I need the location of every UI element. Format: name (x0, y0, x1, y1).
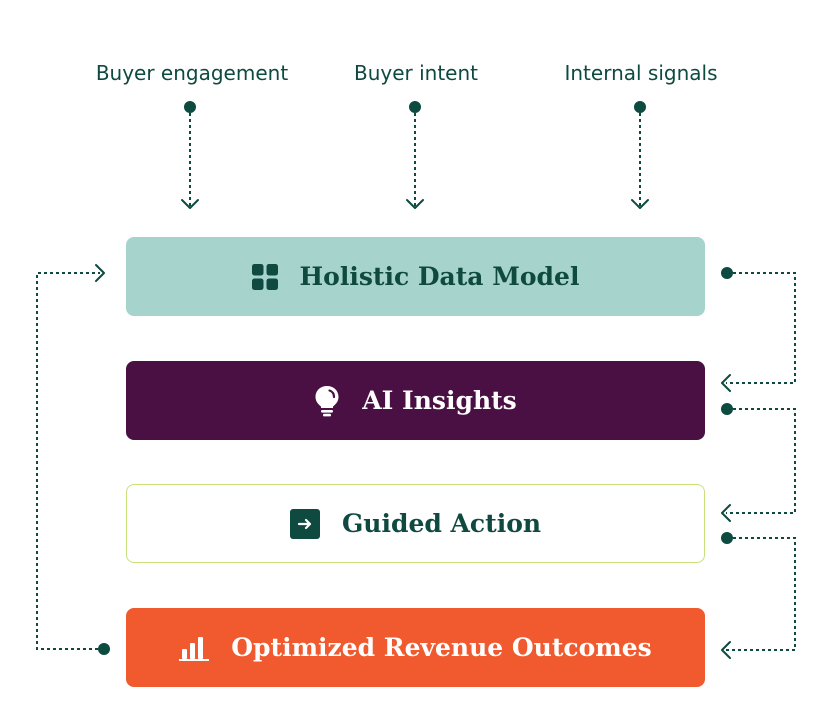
stage-title: Guided Action (341, 509, 542, 538)
bar-chart-icon (179, 635, 210, 661)
dot-buyer-intent (409, 101, 421, 113)
dot-internal-signals (634, 101, 646, 113)
feedback-loop-line (36, 272, 104, 650)
grid-icon (251, 263, 278, 290)
dot-ai-out (721, 403, 733, 415)
dot-action-out (721, 532, 733, 544)
connector-ai-to-action (726, 408, 796, 514)
stage-title: Optimized Revenue Outcomes (231, 633, 652, 662)
stage-ai-insights: AI Insights (126, 361, 705, 440)
input-label-internal-signals: Internal signals (564, 61, 718, 85)
input-label-buyer-engagement: Buyer engagement (95, 61, 289, 85)
input-label-buyer-intent: Buyer intent (353, 61, 478, 85)
arrowhead-right-data-model (95, 264, 105, 282)
arrow-right-square-icon (289, 508, 320, 539)
arrowhead-down-3 (631, 199, 649, 209)
dot-data-model-out (721, 267, 733, 279)
arrowhead-down-1 (181, 199, 199, 209)
arrowhead-left-action (721, 504, 731, 522)
stage-guided-action: Guided Action (126, 484, 705, 563)
stage-optimized-revenue-outcomes: Optimized Revenue Outcomes (126, 608, 705, 687)
stage-title: AI Insights (362, 386, 517, 415)
connector-action-to-outcomes (726, 537, 796, 651)
arrowhead-left-ai (721, 374, 731, 392)
lightbulb-icon (314, 385, 340, 417)
stage-holistic-data-model: Holistic Data Model (126, 237, 705, 316)
dot-buyer-engagement (184, 101, 196, 113)
arrowhead-left-outcomes (721, 641, 731, 659)
connector-data-to-ai (726, 272, 796, 384)
arrowhead-down-2 (406, 199, 424, 209)
stage-title: Holistic Data Model (299, 262, 580, 291)
dot-outcomes-out (98, 643, 110, 655)
